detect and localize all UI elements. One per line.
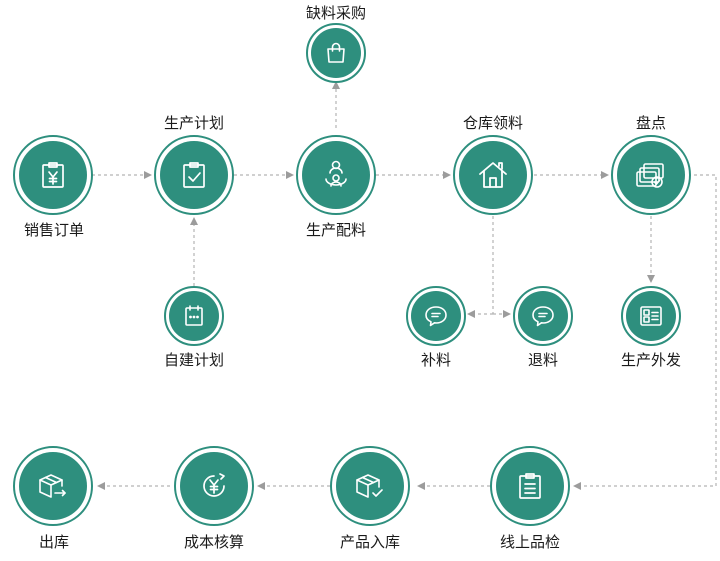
list-icon: [640, 306, 662, 326]
node-replenish[interactable]: [406, 286, 466, 346]
label-sales-order: 销售订单: [23, 221, 84, 239]
node-production-plan[interactable]: [154, 135, 234, 215]
box-check-icon: [356, 474, 383, 498]
label-online-qc: 线上品检: [499, 533, 560, 551]
node-outbound[interactable]: [13, 446, 93, 526]
label-product-inbound: 产品入库: [339, 533, 400, 551]
label-warehouse-pick: 仓库领料: [462, 114, 523, 132]
box-arrow-icon: [39, 474, 66, 498]
yen-circle-icon: [203, 473, 225, 497]
people-icon: [325, 160, 347, 187]
label-outsource: 生产外发: [620, 351, 681, 369]
node-self-plan[interactable]: [164, 286, 224, 346]
label-return-material: 退料: [527, 351, 558, 369]
calendar-icon: [185, 305, 203, 326]
node-production-material[interactable]: [296, 135, 376, 215]
node-product-inbound[interactable]: [330, 446, 410, 526]
label-self-plan: 自建计划: [163, 351, 224, 369]
label-shortage-purchase: 缺料采购: [305, 4, 366, 22]
label-replenish: 补料: [420, 351, 451, 369]
shopping-bag-icon: [327, 42, 345, 63]
edge-inventory-to-qc: [573, 174, 717, 490]
node-sales-order[interactable]: [13, 135, 93, 215]
node-inventory-check[interactable]: [611, 135, 691, 215]
clipboard-yen-icon: [42, 162, 64, 188]
house-icon: [479, 162, 507, 188]
node-online-qc[interactable]: [490, 446, 570, 526]
node-cost-accounting[interactable]: [174, 446, 254, 526]
node-outsource[interactable]: [621, 286, 681, 346]
label-cost-accounting: 成本核算: [183, 533, 244, 551]
chat-bubble-icon: [532, 306, 554, 327]
label-production-material: 生产配料: [305, 221, 366, 239]
label-inventory-check: 盘点: [635, 114, 666, 132]
clipboard-list-icon: [519, 473, 541, 499]
node-warehouse-pick[interactable]: [453, 135, 533, 215]
cards-check-icon: [636, 163, 664, 188]
clipboard-check-icon: [183, 162, 205, 188]
node-shortage-purchase[interactable]: [306, 23, 366, 83]
label-outbound: 出库: [38, 533, 69, 551]
chat-bubble-icon: [425, 306, 447, 327]
node-return-material[interactable]: [513, 286, 573, 346]
label-production-plan: 生产计划: [163, 114, 224, 132]
